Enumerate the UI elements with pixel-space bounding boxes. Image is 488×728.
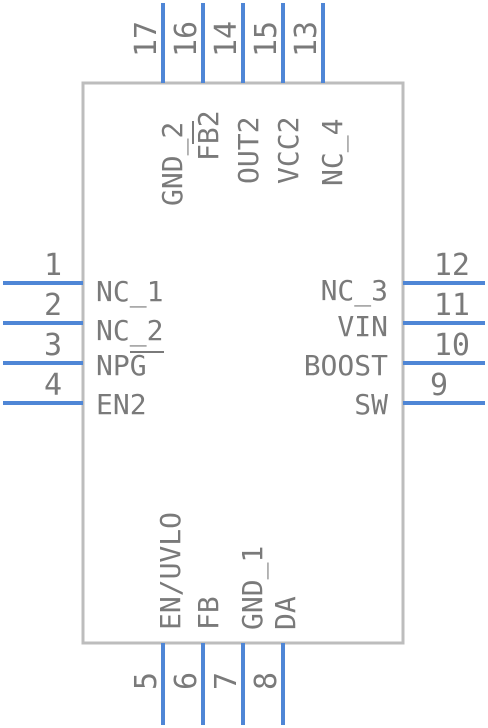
pin-1-label: NC_1 (96, 275, 163, 309)
pin-15-number: 15 (249, 21, 284, 57)
pin-6-label: FB (192, 596, 225, 630)
pin-15-label: OUT2 (232, 117, 265, 184)
left-pin-group: 1 NC_1 2 NC_2 3 NPG 4 EN2 (3, 248, 164, 421)
pin-10-number: 10 (434, 328, 470, 363)
pin-3-number: 3 (44, 328, 62, 363)
pin-14-number: 14 (209, 21, 244, 57)
pin-9-number: 9 (430, 368, 448, 403)
pin-11-number: 11 (434, 288, 470, 323)
pin-9-label: SW (354, 388, 388, 421)
pin-10-label: BOOST (304, 349, 388, 382)
bottom-pin-group: 5 EN/UVLO 6 FB 7 GND_1 8 DA (129, 512, 302, 725)
pin-12-label: NC_3 (321, 274, 388, 308)
pin-8-label: DA (269, 596, 302, 630)
pin-8-number: 8 (249, 672, 284, 690)
pin-4-label: EN2 (96, 388, 147, 421)
pin-6-number: 6 (169, 672, 204, 690)
pin-3-label: NPG (96, 349, 147, 382)
pin-4-number: 4 (44, 368, 62, 403)
pin-2-label: NC_2 (96, 314, 163, 348)
pin-7-number: 7 (209, 672, 244, 690)
pin-16-label: FB2 (192, 110, 225, 161)
pin-7-label: GND_1 (236, 546, 270, 630)
pin-16-number: 16 (169, 21, 204, 57)
pin-1-number: 1 (44, 248, 62, 283)
pin-5-label: EN/UVLO (154, 512, 187, 630)
pin-2-number: 2 (44, 288, 62, 323)
pin-17-number: 17 (129, 21, 164, 57)
pin-13-number: 13 (289, 21, 324, 57)
pin-11-label: VIN (337, 310, 388, 343)
pin-14-label: VCC2 (272, 117, 305, 184)
right-pin-group: 12 NC_3 11 VIN 10 BOOST 9 SW (304, 248, 485, 421)
top-pin-group: 17 GND_2 16 FB2 15 OUT2 14 VCC2 13 NC_4 (129, 3, 350, 206)
pin-12-number: 12 (434, 248, 470, 283)
pin-17-label: GND_2 (156, 122, 190, 206)
pin-5-number: 5 (129, 672, 164, 690)
pin-13-label: NC_4 (316, 119, 350, 186)
